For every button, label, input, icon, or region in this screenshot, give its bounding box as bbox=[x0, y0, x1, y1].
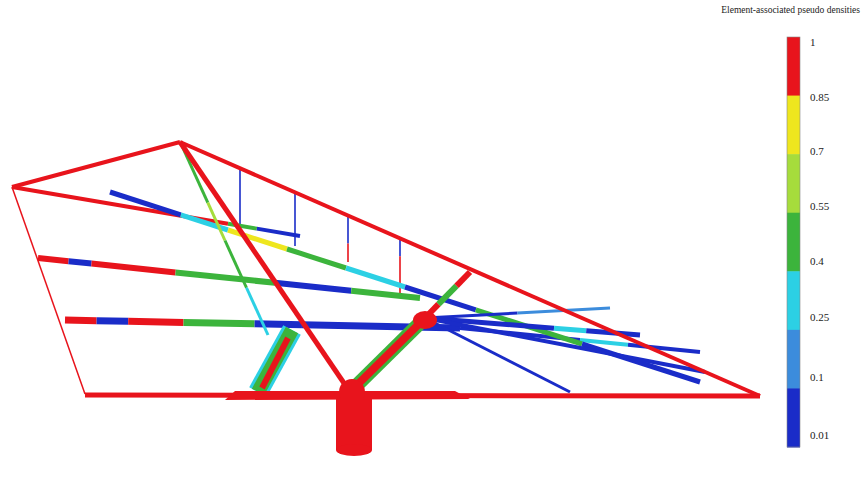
structure-member bbox=[128, 321, 183, 322]
structure-member bbox=[91, 264, 175, 273]
color-band bbox=[787, 213, 800, 272]
structure-member bbox=[399, 256, 401, 298]
structure-member bbox=[239, 168, 241, 230]
structure-member bbox=[97, 317, 129, 325]
structure-member bbox=[69, 261, 92, 263]
structure-member bbox=[38, 258, 69, 261]
structure-member bbox=[352, 318, 425, 390]
structure-member bbox=[347, 216, 349, 244]
color-band bbox=[787, 154, 800, 213]
tick-label: 0.1 bbox=[810, 372, 824, 383]
legend-title: Element-associated pseudo densities bbox=[721, 6, 860, 16]
structure-member bbox=[425, 318, 705, 372]
structure-member bbox=[351, 291, 420, 298]
structure-member bbox=[352, 318, 425, 390]
structure-member bbox=[184, 322, 255, 323]
structure-joint bbox=[413, 311, 437, 329]
mount-column bbox=[336, 398, 372, 450]
structure-member bbox=[228, 230, 287, 249]
tick-label: 1 bbox=[810, 37, 816, 48]
color-band bbox=[787, 37, 800, 96]
structure-member bbox=[287, 249, 346, 268]
color-band bbox=[787, 330, 800, 389]
structure-member bbox=[180, 142, 760, 396]
tick-label: 0.25 bbox=[810, 312, 829, 323]
tick-label: 0.7 bbox=[810, 146, 824, 157]
structure-member bbox=[628, 345, 700, 352]
structure-member bbox=[425, 313, 518, 318]
structure-member bbox=[294, 192, 296, 246]
structure-member bbox=[257, 229, 300, 236]
structure-member bbox=[347, 243, 349, 262]
structure-member bbox=[176, 272, 275, 282]
color-band bbox=[787, 271, 800, 330]
structure-member bbox=[12, 187, 85, 394]
structure-member bbox=[275, 283, 351, 291]
structure-member bbox=[247, 288, 269, 335]
structure-member bbox=[346, 268, 405, 287]
color-bar bbox=[787, 37, 800, 448]
structure-member bbox=[12, 142, 180, 187]
structure-member bbox=[262, 338, 288, 388]
tick-label: 0.4 bbox=[810, 256, 824, 267]
color-bar-frame bbox=[787, 37, 800, 447]
structure-member bbox=[65, 317, 97, 325]
structure-member bbox=[399, 238, 401, 256]
structure-member bbox=[110, 192, 181, 215]
structure-member bbox=[554, 328, 586, 331]
mount-column bbox=[336, 444, 372, 456]
structure-member bbox=[258, 330, 292, 392]
structure-member bbox=[228, 224, 257, 229]
structure-member bbox=[425, 318, 570, 392]
structure-member bbox=[439, 286, 457, 304]
structure-member bbox=[457, 272, 471, 286]
color-band bbox=[787, 96, 800, 155]
structure-members bbox=[12, 142, 760, 456]
tick-label: 0.85 bbox=[810, 92, 829, 103]
structure-member bbox=[225, 241, 247, 288]
color-band bbox=[787, 388, 800, 447]
structure-member bbox=[181, 215, 228, 230]
tick-label: 0.55 bbox=[810, 201, 829, 212]
structure-member bbox=[258, 330, 292, 392]
tick-label: 0.01 bbox=[810, 430, 829, 441]
